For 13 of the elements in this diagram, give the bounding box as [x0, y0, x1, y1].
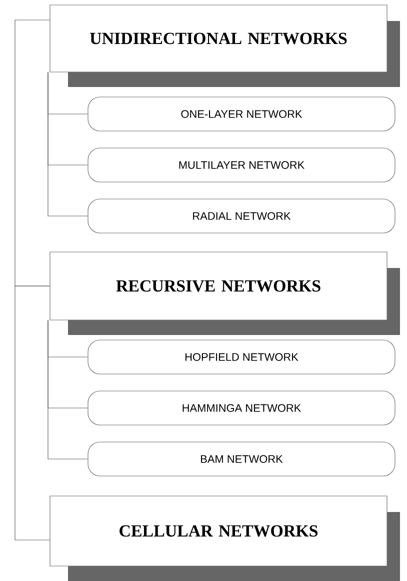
network-box: HAMMINGA NETWORK [88, 390, 396, 426]
network-box: ONE-LAYER NETWORK [88, 96, 396, 132]
network-box: HOPFIELD NETWORK [88, 340, 396, 374]
connector-line [48, 72, 88, 216]
category-box: UNIDIRECTIONAL NETWORKS [50, 4, 400, 87]
connector-line [14, 286, 50, 540]
connector-line [48, 320, 88, 460]
network-box: MULTILAYER NETWORK [88, 148, 396, 182]
network-box: BAM NETWORK [88, 442, 396, 476]
connector-line [14, 20, 50, 286]
category-box: CELLULAR NETWORKS [50, 496, 400, 581]
network-box: RADIAL NETWORK [88, 198, 396, 234]
category-box: RECURSIVE NETWORKS [50, 252, 400, 335]
